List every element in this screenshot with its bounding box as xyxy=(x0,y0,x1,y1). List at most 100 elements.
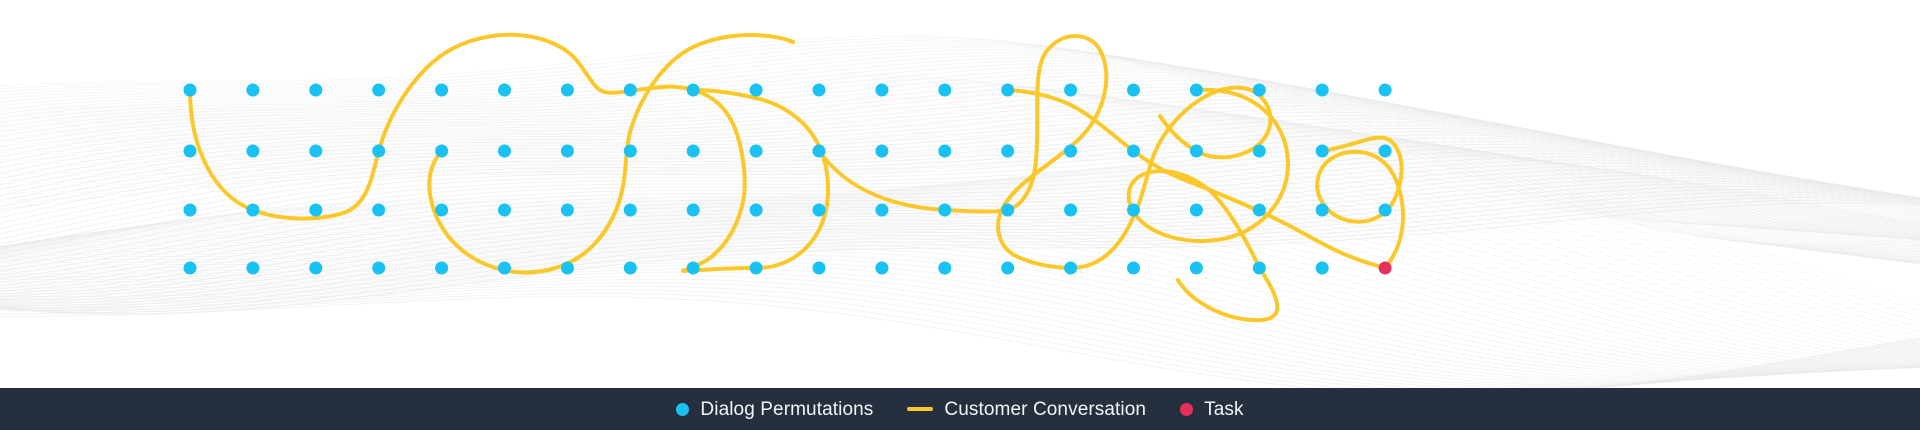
dialog-permutation-node[interactable] xyxy=(749,83,763,97)
dialog-permutation-node[interactable] xyxy=(1001,261,1015,275)
legend-item-label: Task xyxy=(1204,398,1244,420)
dialog-permutation-node[interactable] xyxy=(309,83,323,97)
dialog-permutation-node[interactable] xyxy=(1189,261,1203,275)
conversation-path xyxy=(681,88,830,273)
dialog-permutation-node[interactable] xyxy=(1127,203,1140,217)
dialog-permutation-node[interactable] xyxy=(1252,144,1266,158)
dialog-permutation-node[interactable] xyxy=(372,144,386,158)
dialog-permutation-node[interactable] xyxy=(623,83,637,97)
dialog-permutation-node[interactable] xyxy=(1064,261,1078,275)
dialog-permutation-node[interactable] xyxy=(1001,83,1015,97)
dialog-permutation-node[interactable] xyxy=(1189,83,1203,97)
dialog-permutation-node[interactable] xyxy=(875,203,889,217)
chart-legend: Dialog Permutations Customer Conversatio… xyxy=(0,388,1920,430)
dialog-permutation-node[interactable] xyxy=(1378,144,1392,158)
dialog-permutation-node[interactable] xyxy=(875,144,889,158)
conversation-path xyxy=(1005,88,1388,270)
dialog-permutation-node[interactable] xyxy=(1127,261,1140,275)
dialog-permutation-node[interactable] xyxy=(1127,144,1140,158)
dialog-permutation-node[interactable] xyxy=(183,144,197,158)
conversation-paths xyxy=(188,32,1405,323)
dialog-permutation-node[interactable] xyxy=(1378,203,1392,217)
dialog-permutation-node[interactable] xyxy=(309,203,323,217)
legend-item-task[interactable]: Task xyxy=(1180,400,1243,419)
dialog-permutation-node[interactable] xyxy=(183,203,197,217)
dialog-permutation-nodes xyxy=(183,83,1392,275)
dialog-permutation-node[interactable] xyxy=(498,83,511,97)
legend-item-dialog-permutations[interactable]: Dialog Permutations xyxy=(676,400,873,419)
dialog-permutation-node[interactable] xyxy=(1001,203,1015,217)
conversation-path xyxy=(427,33,795,275)
dialog-permutation-node[interactable] xyxy=(246,144,260,158)
dialog-permutation-node[interactable] xyxy=(686,83,700,97)
legend-item-customer-conversation[interactable]: Customer Conversation xyxy=(907,400,1146,419)
dialog-permutation-node[interactable] xyxy=(560,144,574,158)
dialog-permutation-node[interactable] xyxy=(938,203,952,217)
dialog-permutation-node[interactable] xyxy=(812,261,826,275)
dialog-permutation-node[interactable] xyxy=(875,261,889,275)
chart-canvas xyxy=(0,32,1920,388)
task-node[interactable] xyxy=(1378,261,1392,275)
legend-dot-icon xyxy=(676,402,690,416)
dialog-permutation-node[interactable] xyxy=(1315,83,1329,97)
dialog-permutation-node[interactable] xyxy=(246,203,260,217)
dialog-permutation-node[interactable] xyxy=(686,261,700,275)
dialog-permutation-node[interactable] xyxy=(812,83,826,97)
dialog-permutation-node[interactable] xyxy=(1252,83,1266,97)
dialog-permutation-node[interactable] xyxy=(623,261,637,275)
dialog-permutation-node[interactable] xyxy=(372,261,386,275)
dialog-permutation-node[interactable] xyxy=(938,261,952,275)
legend-dot-icon xyxy=(1180,402,1194,416)
dialog-permutation-node[interactable] xyxy=(938,144,952,158)
dialog-permutation-node[interactable] xyxy=(623,203,637,217)
dialog-permutation-node[interactable] xyxy=(1064,144,1078,158)
dialog-permutation-node[interactable] xyxy=(560,261,574,275)
dialog-permutation-node[interactable] xyxy=(749,144,763,158)
dialog-permutation-node[interactable] xyxy=(309,261,323,275)
dialog-permutation-node[interactable] xyxy=(749,203,763,217)
dialog-permutation-node[interactable] xyxy=(1064,203,1078,217)
conversation-path xyxy=(1315,135,1405,270)
dialog-permutation-node[interactable] xyxy=(1315,144,1329,158)
dialog-permutation-node[interactable] xyxy=(435,144,449,158)
dialog-permutation-node[interactable] xyxy=(1189,144,1203,158)
dialog-permutation-node[interactable] xyxy=(686,144,700,158)
dialog-permutation-node[interactable] xyxy=(938,83,952,97)
dialog-permutation-node[interactable] xyxy=(498,144,511,158)
dialog-permutation-node[interactable] xyxy=(686,203,700,217)
dialog-permutation-node[interactable] xyxy=(560,83,574,97)
dialog-permutation-node[interactable] xyxy=(812,203,826,217)
dialog-permutation-node[interactable] xyxy=(1252,203,1266,217)
dialog-permutation-node[interactable] xyxy=(435,83,449,97)
dialog-permutation-node[interactable] xyxy=(498,261,511,275)
dialog-permutation-node[interactable] xyxy=(183,261,197,275)
dialog-permutation-node[interactable] xyxy=(183,83,197,97)
dialog-permutation-node[interactable] xyxy=(1378,83,1392,97)
dialog-permutation-node[interactable] xyxy=(309,144,323,158)
legend-item-label: Dialog Permutations xyxy=(700,398,874,420)
dialog-permutation-node[interactable] xyxy=(1127,83,1140,97)
dialog-permutation-node[interactable] xyxy=(1064,83,1078,97)
dialog-permutation-node[interactable] xyxy=(1315,261,1329,275)
dialog-permutation-node[interactable] xyxy=(372,203,386,217)
dialog-permutation-node[interactable] xyxy=(1252,261,1266,275)
dialog-permutation-node[interactable] xyxy=(498,203,511,217)
dialog-permutation-node[interactable] xyxy=(623,144,637,158)
dialog-permutation-node[interactable] xyxy=(372,83,386,97)
dialog-permutation-node[interactable] xyxy=(875,83,889,97)
dialog-permutation-node[interactable] xyxy=(1189,203,1203,217)
conversation-path xyxy=(817,34,1273,270)
conversation-path xyxy=(1126,87,1290,323)
dialog-permutation-node[interactable] xyxy=(246,83,260,97)
legend-line-icon xyxy=(907,407,934,411)
dialog-permutation-node[interactable] xyxy=(1001,144,1015,158)
legend-item-label: Customer Conversation xyxy=(944,398,1147,420)
dialog-permutation-node[interactable] xyxy=(749,261,763,275)
dialog-permutation-node[interactable] xyxy=(246,261,260,275)
dialog-permutation-node[interactable] xyxy=(1315,203,1329,217)
dialog-permutation-node[interactable] xyxy=(812,144,826,158)
dialog-permutation-node[interactable] xyxy=(435,203,449,217)
dialog-permutation-node[interactable] xyxy=(435,261,449,275)
dialog-permutation-node[interactable] xyxy=(560,203,574,217)
